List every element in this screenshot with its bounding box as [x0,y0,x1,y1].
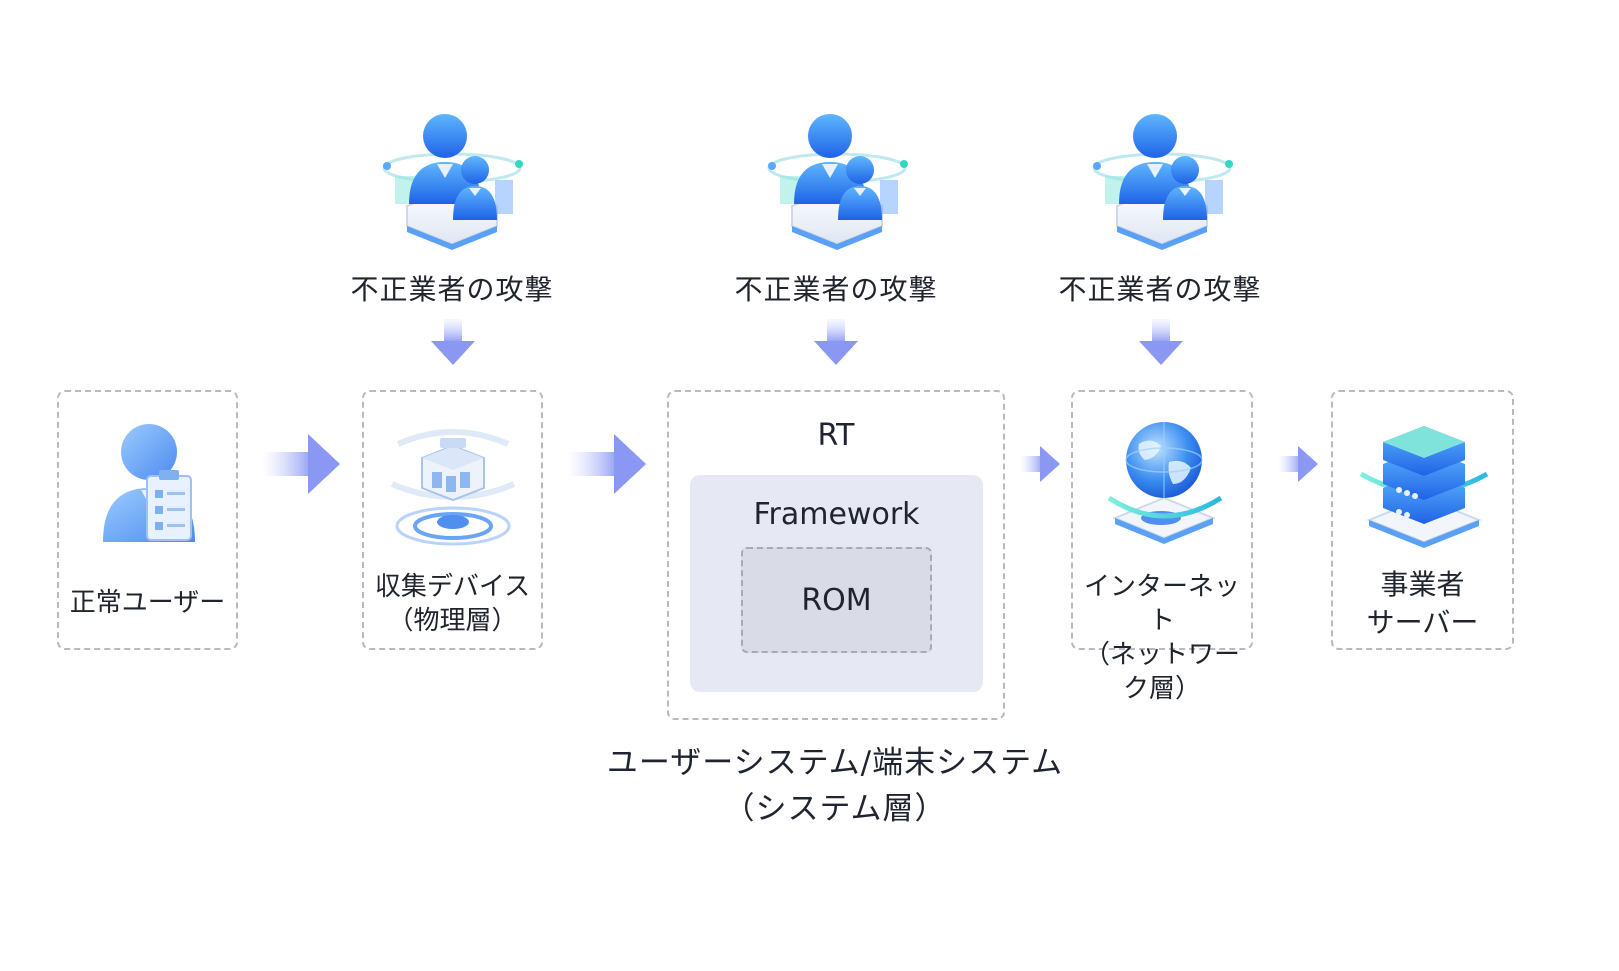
node-label-normal-user: 正常ユーザー [69,588,226,618]
framework-label: Framework [753,497,920,532]
node-label-collector-device: 収集デバイス （物理層） [374,572,531,636]
rom-box: ROM [741,547,932,653]
attacker-group-2 [762,108,912,262]
node-internet: インターネット （ネットワーク層） [1071,390,1253,704]
node-normal-user: 正常ユーザー [57,390,238,650]
attacker-group-icon [382,114,523,250]
down-arrow-icon [1139,319,1183,365]
system-caption: ユーザーシステム/端末システム （システム層） [606,745,1064,827]
flow-arrow-icon [262,434,340,494]
device-hologram-icon [390,429,516,546]
attacker-label-3: 不正業者の攻撃 [1058,273,1262,306]
node-collector-device: 収集デバイス （物理層） [362,390,543,650]
attacker-group-3 [1087,108,1237,262]
server-stack-icon [1359,426,1489,548]
attacker-label-2: 不正業者の攻撃 [734,273,938,306]
down-arrow-icon [431,319,475,365]
attacker-group-icon [767,114,908,250]
rom-label: ROM [801,583,872,618]
attacker-label-1: 不正業者の攻撃 [350,273,554,306]
rt-label: RT [817,418,855,453]
system-block: RT Framework ROM [667,390,1005,720]
attacker-group-1 [377,108,527,262]
attacker-group-icon [1092,114,1233,250]
user-document-icon [103,424,195,542]
node-label-operator-server: 事業者 サーバー [1366,568,1479,639]
down-arrow-icon [814,319,858,365]
flow-arrow-icon [1020,446,1060,482]
node-operator-server: 事業者 サーバー [1331,390,1514,650]
framework-panel: Framework ROM [690,475,983,692]
globe-icon [1107,422,1223,544]
node-label-internet: インターネット （ネットワーク層） [1083,572,1240,704]
flow-arrow-icon [1278,446,1318,482]
flow-arrow-icon [568,434,646,494]
